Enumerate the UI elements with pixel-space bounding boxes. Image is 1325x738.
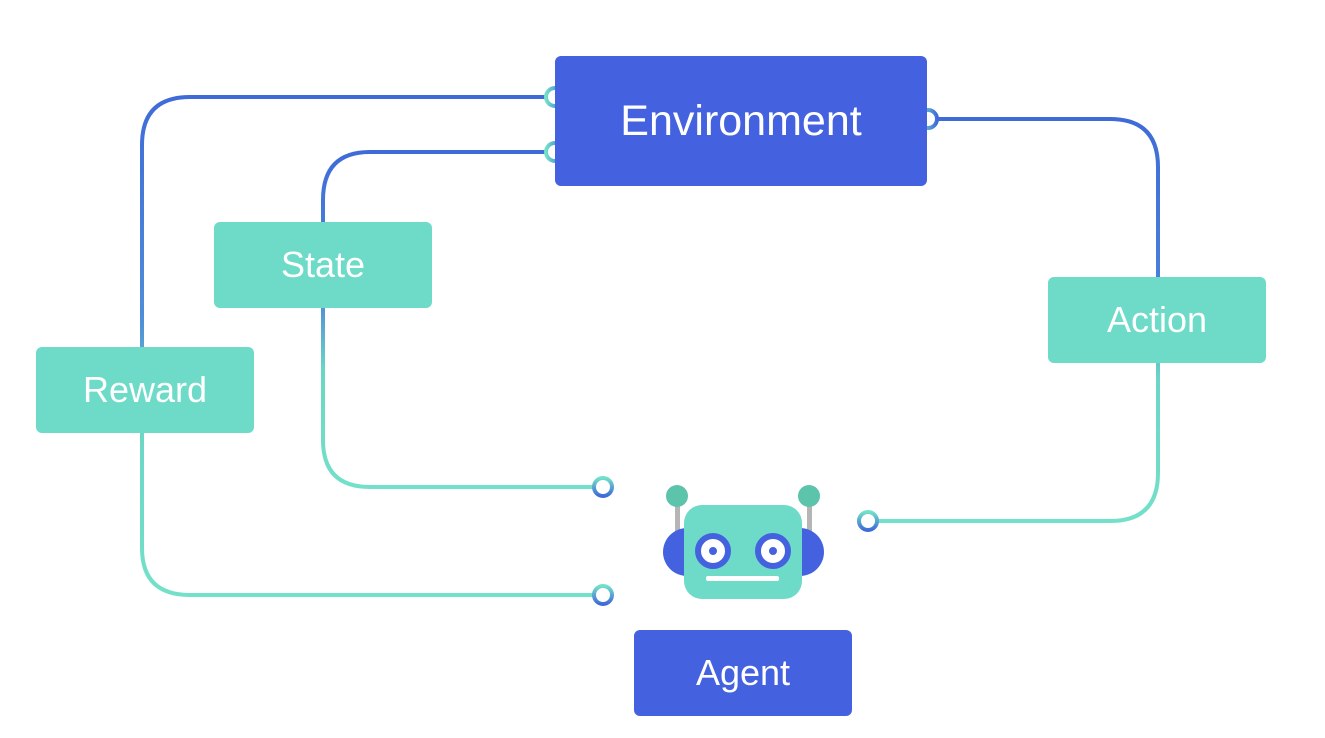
state-label: State xyxy=(280,244,366,285)
agent-label: Agent xyxy=(695,652,791,693)
robot-antenna-left xyxy=(666,485,688,507)
state-connector xyxy=(321,150,603,489)
state-node[interactable]: State xyxy=(214,222,432,308)
agent-reward-port-icon xyxy=(592,584,614,606)
action-label: Action xyxy=(1106,299,1208,340)
environment-label: Environment xyxy=(620,96,862,145)
robot-pupil-right xyxy=(769,547,777,555)
agent-action-port-icon xyxy=(857,510,879,532)
action-node[interactable]: Action xyxy=(1048,277,1266,363)
reward-connector xyxy=(140,95,603,597)
robot-antenna-stem-right xyxy=(807,500,812,540)
robot-antenna-stem-left xyxy=(675,500,680,540)
robot-antenna-right xyxy=(798,485,820,507)
robot-pupil-left xyxy=(709,547,717,555)
reward-label: Reward xyxy=(82,369,208,410)
environment-node[interactable]: Environment xyxy=(555,56,927,186)
agent-node[interactable]: Agent xyxy=(634,630,852,716)
robot-icon xyxy=(663,485,824,599)
reward-node[interactable]: Reward xyxy=(36,347,254,433)
agent-state-port-icon xyxy=(592,476,614,498)
robot-head xyxy=(684,505,802,599)
robot-mouth xyxy=(706,576,779,581)
